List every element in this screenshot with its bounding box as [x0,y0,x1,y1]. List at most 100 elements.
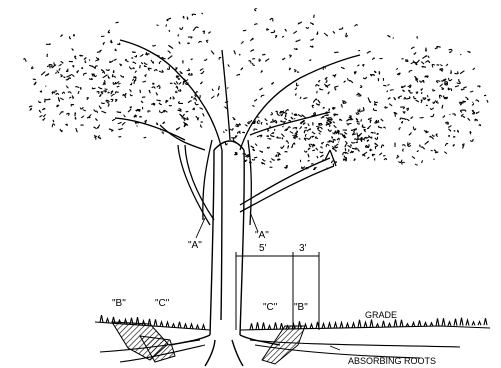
foliage-stroke [255,144,257,146]
foliage-stroke [285,129,287,131]
foliage-stroke [46,44,50,45]
foliage-stroke [282,134,285,137]
foliage-stroke [432,64,435,67]
foliage-stroke [473,68,475,70]
foliage-stroke [358,112,361,115]
foliage-stroke [148,111,151,113]
foliage-stroke [134,81,135,84]
foliage-stroke [348,146,351,148]
foliage-stroke [476,100,479,102]
foliage-stroke [293,134,296,136]
foliage-stroke [201,71,204,73]
foliage-stroke [39,101,41,103]
foliage-stroke [468,118,470,120]
foliage-stroke [297,72,299,73]
foliage-stroke [233,137,236,138]
foliage-stroke [344,132,347,134]
foliage-stroke [319,80,321,81]
foliage-stroke [225,130,227,131]
foliage-stroke [254,24,257,25]
foliage-stroke [397,157,398,159]
foliage-stroke [253,149,255,151]
foliage-stroke [283,58,285,60]
foliage-stroke [278,154,280,156]
foliage-stroke [104,80,106,82]
foliage-stroke [414,96,417,99]
foliage-stroke [310,46,313,47]
foliage-stroke [308,124,309,126]
foliage-stroke [319,133,320,135]
foliage-stroke [285,29,286,31]
foliage-stroke [296,40,300,42]
foliage-stroke [448,136,449,137]
foliage-stroke [397,155,399,157]
foliage-stroke [88,117,91,118]
foliage-stroke [460,71,464,74]
foliage-stroke [340,119,342,121]
foliage-stroke [154,70,157,71]
foliage-stroke [308,148,310,150]
foliage-stroke [345,148,346,150]
foliage-stroke [312,150,314,151]
foliage-stroke [101,92,103,94]
foliage-stroke [302,167,305,169]
foliage-stroke [196,92,198,94]
foliage-stroke [61,35,63,37]
foliage-stroke [254,157,257,158]
foliage-stroke [160,111,161,113]
foliage-stroke [411,62,414,63]
foliage-stroke [224,131,225,132]
foliage-stroke [344,101,345,102]
foliage-stroke [397,73,400,75]
foliage-stroke [427,99,430,101]
foliage-stroke [308,154,309,157]
label-grade: GRADE [365,310,397,320]
foliage-stroke [463,143,465,146]
foliage-stroke [254,99,257,101]
foliage-stroke [476,112,479,114]
foliage-stroke [75,113,76,117]
foliage-stroke [47,66,50,68]
foliage-stroke [375,143,378,146]
label-absorbing-roots: ABSORBING ROOTS [348,356,436,366]
foliage-stroke [363,77,367,79]
foliage-stroke [82,67,83,69]
foliage-stroke [130,83,132,85]
foliage-stroke [308,160,310,161]
foliage-stroke [381,119,384,121]
foliage-stroke [106,69,109,70]
foliage-stroke [60,98,63,100]
foliage-stroke [347,79,348,81]
foliage-stroke [243,30,246,31]
foliage-stroke [377,133,379,135]
foliage-stroke [125,94,126,96]
foliage-stroke [71,74,74,76]
foliage-stroke [360,85,362,87]
dimension-lines [236,252,319,330]
foliage-stroke [416,100,419,102]
foliage-stroke [94,127,97,129]
foliage-stroke [281,121,285,122]
foliage-stroke [212,89,213,91]
foliage-stroke [52,124,55,127]
foliage-stroke [191,59,192,60]
foliage-stroke [352,148,356,149]
foliage-stroke [120,75,123,77]
foliage-stroke [199,41,202,43]
foliage-stroke [270,112,272,115]
foliage-stroke [152,87,155,89]
foliage-stroke [115,100,117,102]
foliage-stroke [444,152,446,154]
foliage-stroke [178,89,181,91]
foliage-stroke [266,59,270,61]
foliage-stroke [169,46,173,49]
foliage-stroke [299,114,302,116]
foliage-stroke [169,105,172,106]
foliage-stroke [326,144,329,147]
foliage-stroke [239,131,240,133]
foliage-stroke [98,87,102,89]
foliage-stroke [105,89,108,90]
foliage-stroke [378,120,379,122]
foliage-stroke [32,66,34,68]
label-b-left: "B" [112,298,126,309]
